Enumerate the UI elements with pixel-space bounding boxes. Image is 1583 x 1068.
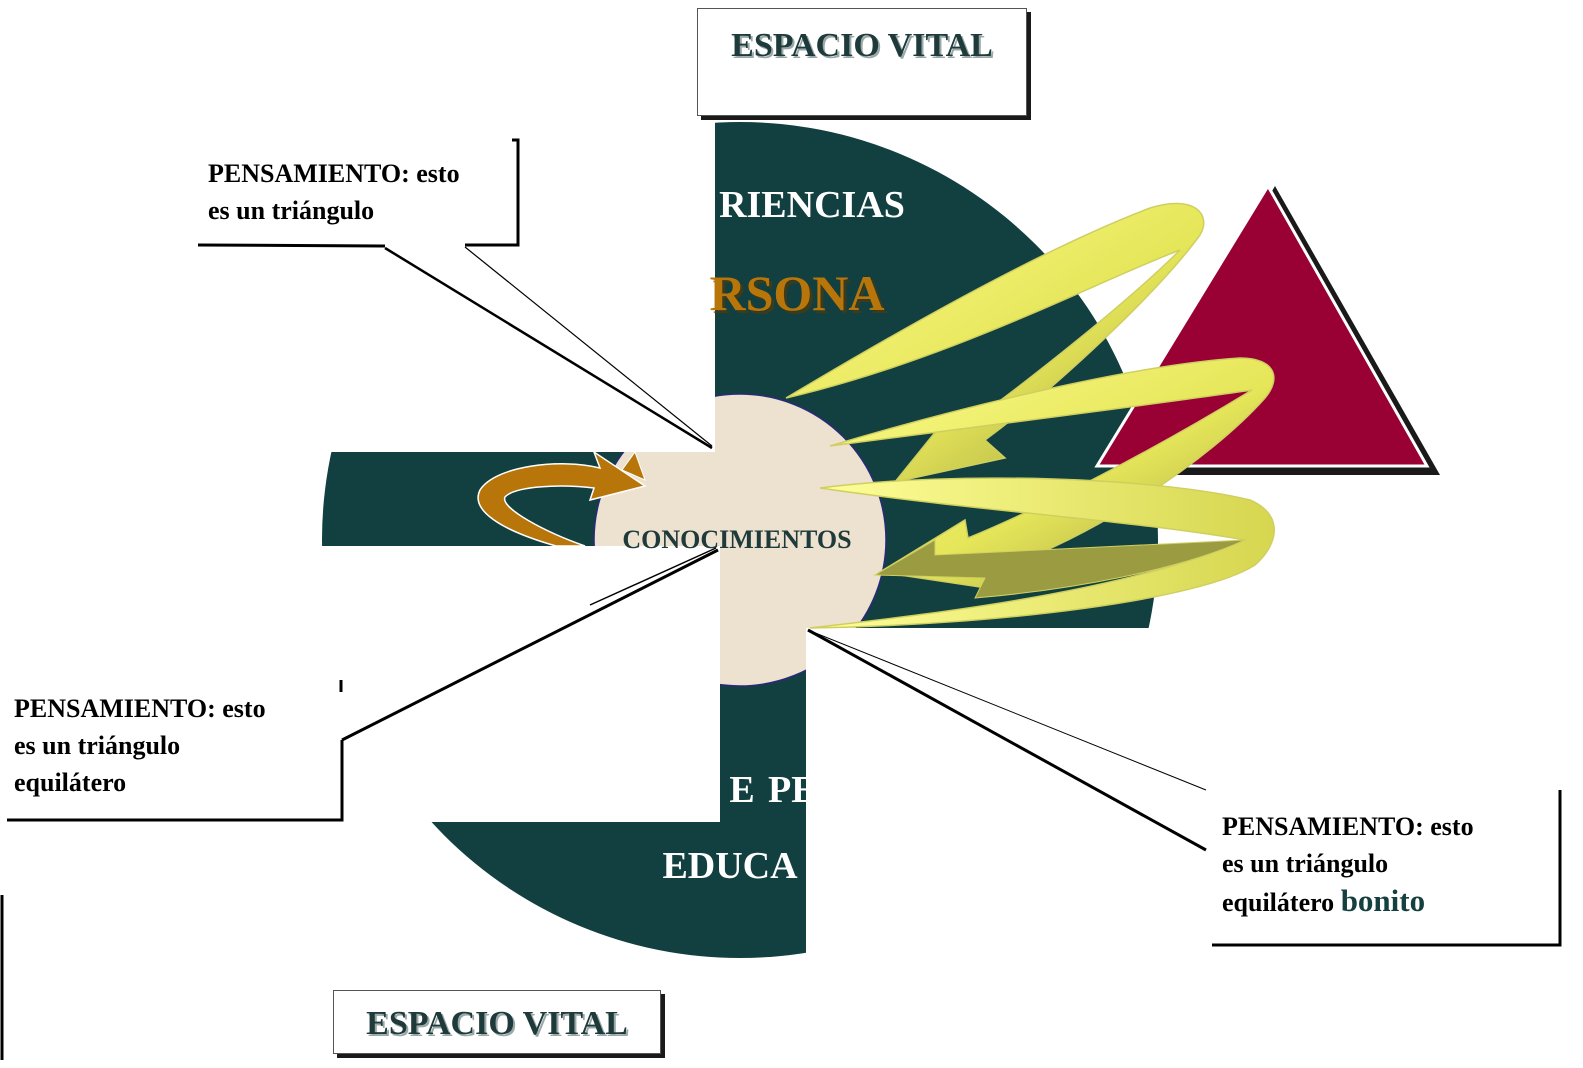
ring-word-top: RIENCIAS	[719, 184, 905, 226]
mask-core-bottom-left	[560, 546, 720, 706]
espacio-vital-top-label: ESPACIO VITAL	[731, 27, 993, 64]
thought-1-line-1: PENSAMIENTO: esto	[208, 159, 460, 188]
espacio-vital-bottom-box: ESPACIO VITAL	[333, 990, 661, 1054]
thought-3-line-2: es un triángulo	[1222, 849, 1389, 878]
swirl-tip	[621, 450, 646, 481]
thought-2-line-1: PENSAMIENTO: esto	[14, 694, 266, 723]
thought-3-line-3-prefix: equilátero	[1222, 888, 1341, 917]
callout-2-pointer-a	[341, 548, 719, 742]
callout-1-frame	[465, 138, 520, 247]
thought-callout-3: PENSAMIENTO: esto es un triángulo equilá…	[1222, 808, 1552, 921]
ring-word-mid-left: E	[729, 769, 754, 811]
callout-1-underline	[197, 243, 386, 248]
espacio-vital-bottom-label: ESPACIO VITAL	[366, 1005, 628, 1042]
swirl-arrow	[477, 450, 647, 547]
callout-3-pointer-a	[807, 628, 1207, 852]
espacio-vital-top-box: ESPACIO VITAL	[697, 8, 1027, 116]
mask-core-top-left	[560, 380, 715, 452]
thought-3-line-3: equilátero bonito	[1222, 882, 1552, 921]
yellow-arrow-2	[829, 357, 1275, 591]
callout-2-frame	[7, 740, 344, 822]
callout-3-frame	[1212, 790, 1562, 947]
yellow-arrow-3-tail	[873, 539, 1246, 599]
persona-word: RSONA	[712, 268, 887, 324]
callout-3-pointer-b	[807, 629, 1207, 791]
ring-word-bottom: EDUCA	[662, 845, 798, 887]
callout-2-pointer-b	[589, 547, 717, 606]
thought-1-line-2: es un triángulo	[208, 196, 375, 225]
callout-1-pointer-a	[384, 246, 713, 450]
thought-callout-2: PENSAMIENTO: esto es un triángulo equilá…	[14, 690, 334, 801]
ring-word-mid-right: PE	[768, 769, 817, 811]
core-label: CONOCIMIENTOS	[622, 525, 851, 554]
thought-3-accent-word: bonito	[1340, 883, 1426, 918]
thought-2-line-2: es un triángulo	[14, 731, 181, 760]
callout-lines	[0, 138, 1562, 1060]
callout-1-pointer-b	[464, 246, 713, 447]
thought-callout-1: PENSAMIENTO: esto es un triángulo	[208, 155, 508, 229]
mask-core-bottom-right	[806, 628, 886, 708]
persona-word-front: RSONA	[709, 265, 884, 321]
thought-2-line-3: equilátero	[14, 768, 127, 797]
yellow-arrow-3	[809, 477, 1275, 629]
thought-3-line-1: PENSAMIENTO: esto	[1222, 812, 1474, 841]
